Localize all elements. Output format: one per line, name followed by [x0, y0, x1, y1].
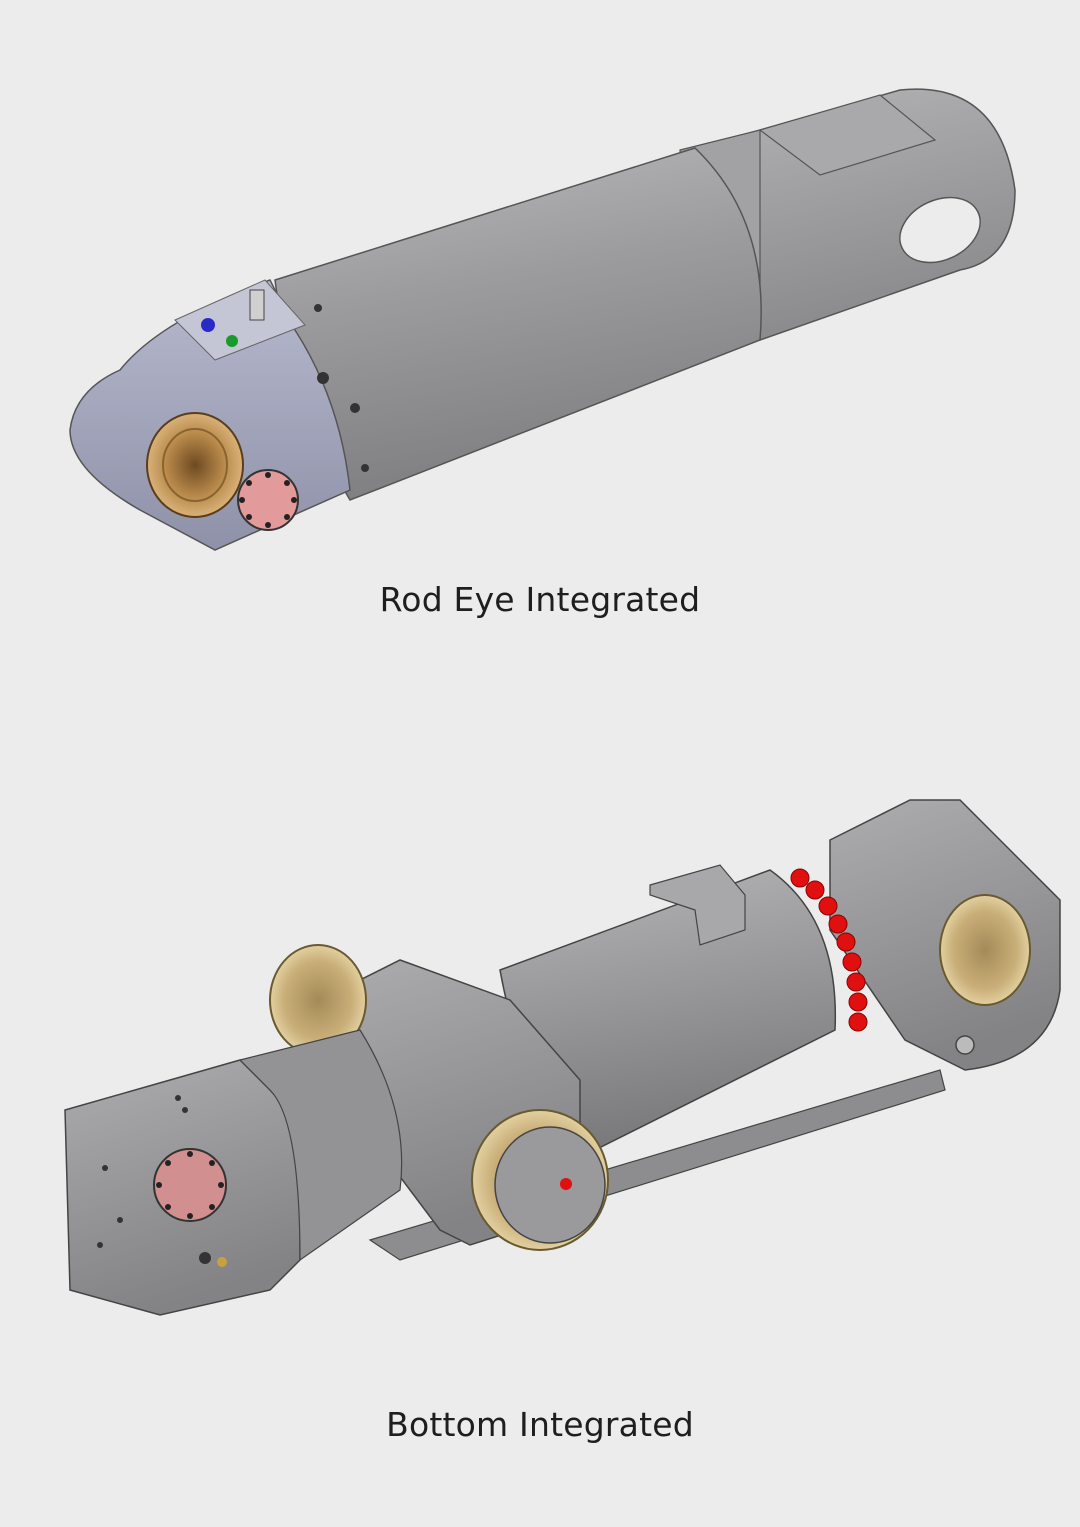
red-nut-ring — [790, 868, 868, 1032]
rod-end-bearing — [939, 894, 1031, 1006]
barrel — [274, 147, 762, 501]
clevis-body — [689, 88, 1016, 341]
trunnion-cap — [494, 1126, 606, 1244]
bearing-inner-ring — [162, 428, 228, 502]
clevis-hole — [899, 196, 981, 264]
trunnion-red-plug-icon — [560, 1178, 572, 1190]
rod-eye-integrated-image — [0, 70, 1080, 560]
bottom-integrated-image — [0, 790, 1080, 1330]
grease-port-icon — [955, 1035, 975, 1055]
bottom-red-flange — [153, 1148, 227, 1222]
rod-eye-cylinder-illustration — [69, 88, 1016, 551]
bottom-integrated-cylinder-illustration — [64, 799, 1061, 1316]
bottom-ports — [97, 1095, 211, 1264]
figure-caption-rod-eye: Rod Eye Integrated — [379, 580, 701, 619]
red-flange — [237, 469, 299, 531]
bottom-brass-plug-icon — [217, 1257, 227, 1267]
top-port-block — [649, 864, 746, 946]
bottom-neck — [238, 1029, 403, 1262]
green-port-icon — [226, 335, 238, 347]
bronze-bearing — [146, 412, 244, 518]
barrel-bolts — [314, 304, 369, 472]
bottom-flange-bolts — [156, 1151, 224, 1219]
manifold-top — [174, 279, 306, 361]
valve-fitting — [249, 289, 265, 321]
blue-port-icon — [201, 318, 215, 332]
clevis-slot — [758, 94, 937, 176]
figure-caption-bottom: Bottom Integrated — [386, 1405, 694, 1444]
flange-bolts — [239, 472, 297, 528]
